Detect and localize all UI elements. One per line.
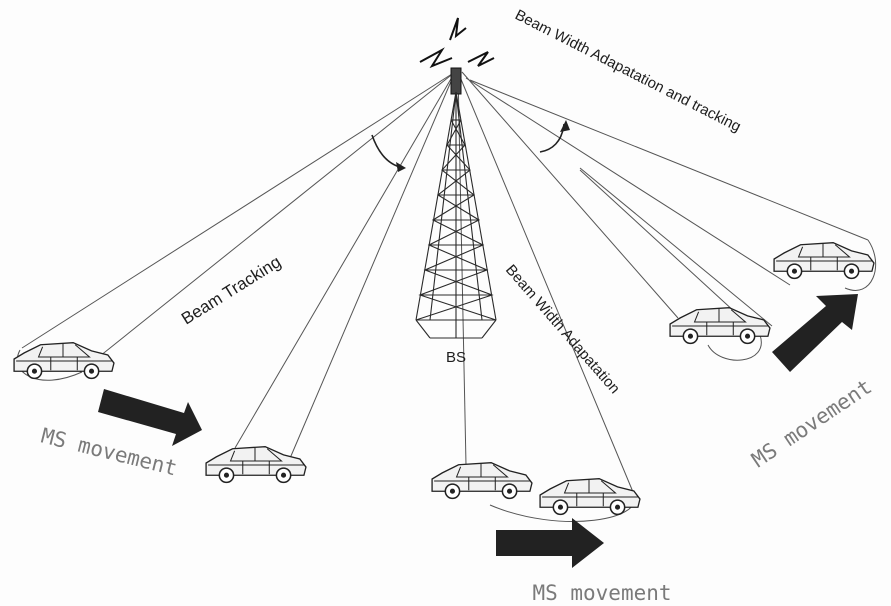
curved-arrow-icon — [371, 134, 405, 169]
antenna-icon — [419, 17, 495, 69]
beam-line — [79, 71, 456, 373]
beam-lobe — [844, 239, 877, 291]
beam-line — [457, 71, 467, 466]
beam-line — [579, 167, 773, 327]
bs-label: BS — [446, 349, 466, 366]
beam-line — [461, 71, 679, 319]
arrowhead-icon — [396, 162, 406, 172]
car-icon — [539, 477, 641, 516]
movement-arrow-icon — [772, 294, 858, 372]
movement-arrow-icon — [98, 389, 202, 446]
beam-lobe — [707, 334, 762, 361]
beam-line — [284, 71, 456, 471]
beam-width-adaptation-tracking-label: Beam Width Adapatation and tracking — [512, 6, 743, 135]
ms-movement-bottom-label: MS movement — [532, 581, 671, 605]
beam-line — [21, 71, 456, 349]
car-icon — [773, 241, 875, 280]
base-station-tower — [415, 67, 497, 339]
beam-line — [234, 71, 456, 449]
beam-line — [457, 71, 634, 493]
beam-line — [465, 77, 791, 286]
beam-tracking-label: Beam Tracking — [178, 252, 284, 328]
tower-top-icon — [450, 67, 462, 95]
beam-line — [469, 79, 869, 241]
beam-width-adaptation-label: Beam Width Adapatation — [502, 261, 623, 397]
ms-movement-right-label: MS movement — [747, 374, 876, 472]
car-icon — [669, 306, 771, 345]
car-icon — [431, 461, 533, 500]
ms-movement-left-label: MS movement — [39, 424, 180, 481]
car-icon — [13, 341, 115, 380]
car-icon — [205, 445, 307, 484]
arrowhead-icon — [560, 120, 570, 132]
curved-arrow-icon — [539, 123, 565, 153]
rotation-arrows — [371, 120, 570, 172]
beam-lines — [16, 71, 877, 522]
movement-arrow-icon — [496, 518, 604, 568]
